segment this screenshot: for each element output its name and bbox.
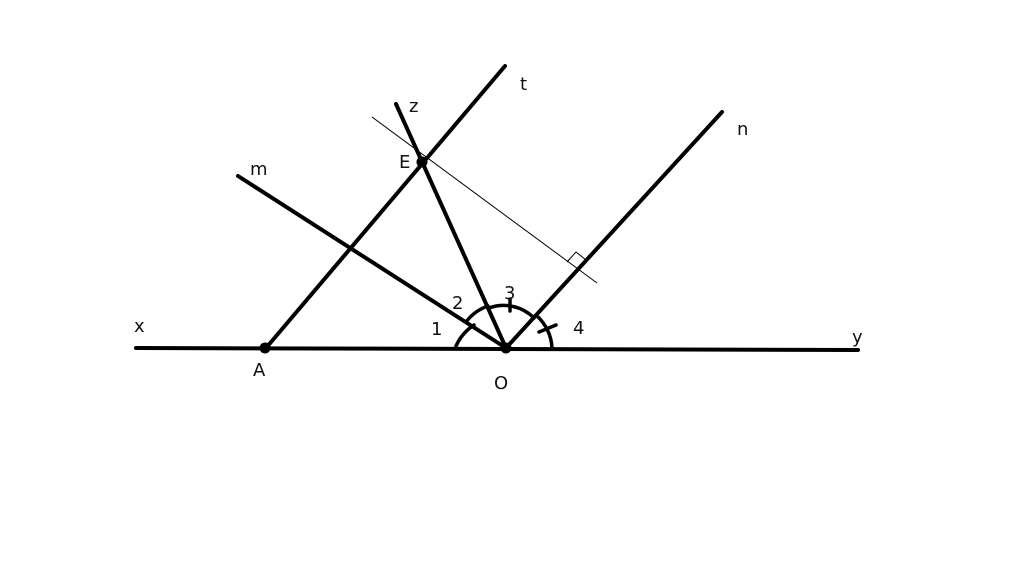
point-a <box>259 342 271 354</box>
label-point-o: O <box>494 373 508 394</box>
label-x: x <box>134 316 145 337</box>
label-angle-1: 1 <box>431 319 442 340</box>
line-xy <box>134 346 860 352</box>
angle-arc-4 <box>535 314 554 350</box>
label-z: z <box>409 96 418 117</box>
label-n: n <box>737 119 748 140</box>
ray-om <box>236 174 508 350</box>
point-o <box>500 342 512 354</box>
label-y: y <box>852 327 863 348</box>
ray-at <box>264 64 507 350</box>
angle-arc-1 <box>454 323 476 348</box>
label-point-a: A <box>253 360 266 381</box>
angle-arc-3 <box>487 303 536 320</box>
label-t: t <box>520 74 527 95</box>
perpendicular-line <box>371 116 598 284</box>
angle-tick-4 <box>537 323 558 334</box>
label-m: m <box>250 159 268 180</box>
label-point-e: E <box>399 152 410 173</box>
angle-arc-2 <box>464 304 490 324</box>
label-angle-3: 3 <box>504 283 515 304</box>
ray-on <box>504 110 724 350</box>
label-angle-2: 2 <box>452 293 463 314</box>
label-angle-4: 4 <box>573 318 584 339</box>
right-angle-marker <box>566 251 587 263</box>
point-e <box>416 156 428 168</box>
